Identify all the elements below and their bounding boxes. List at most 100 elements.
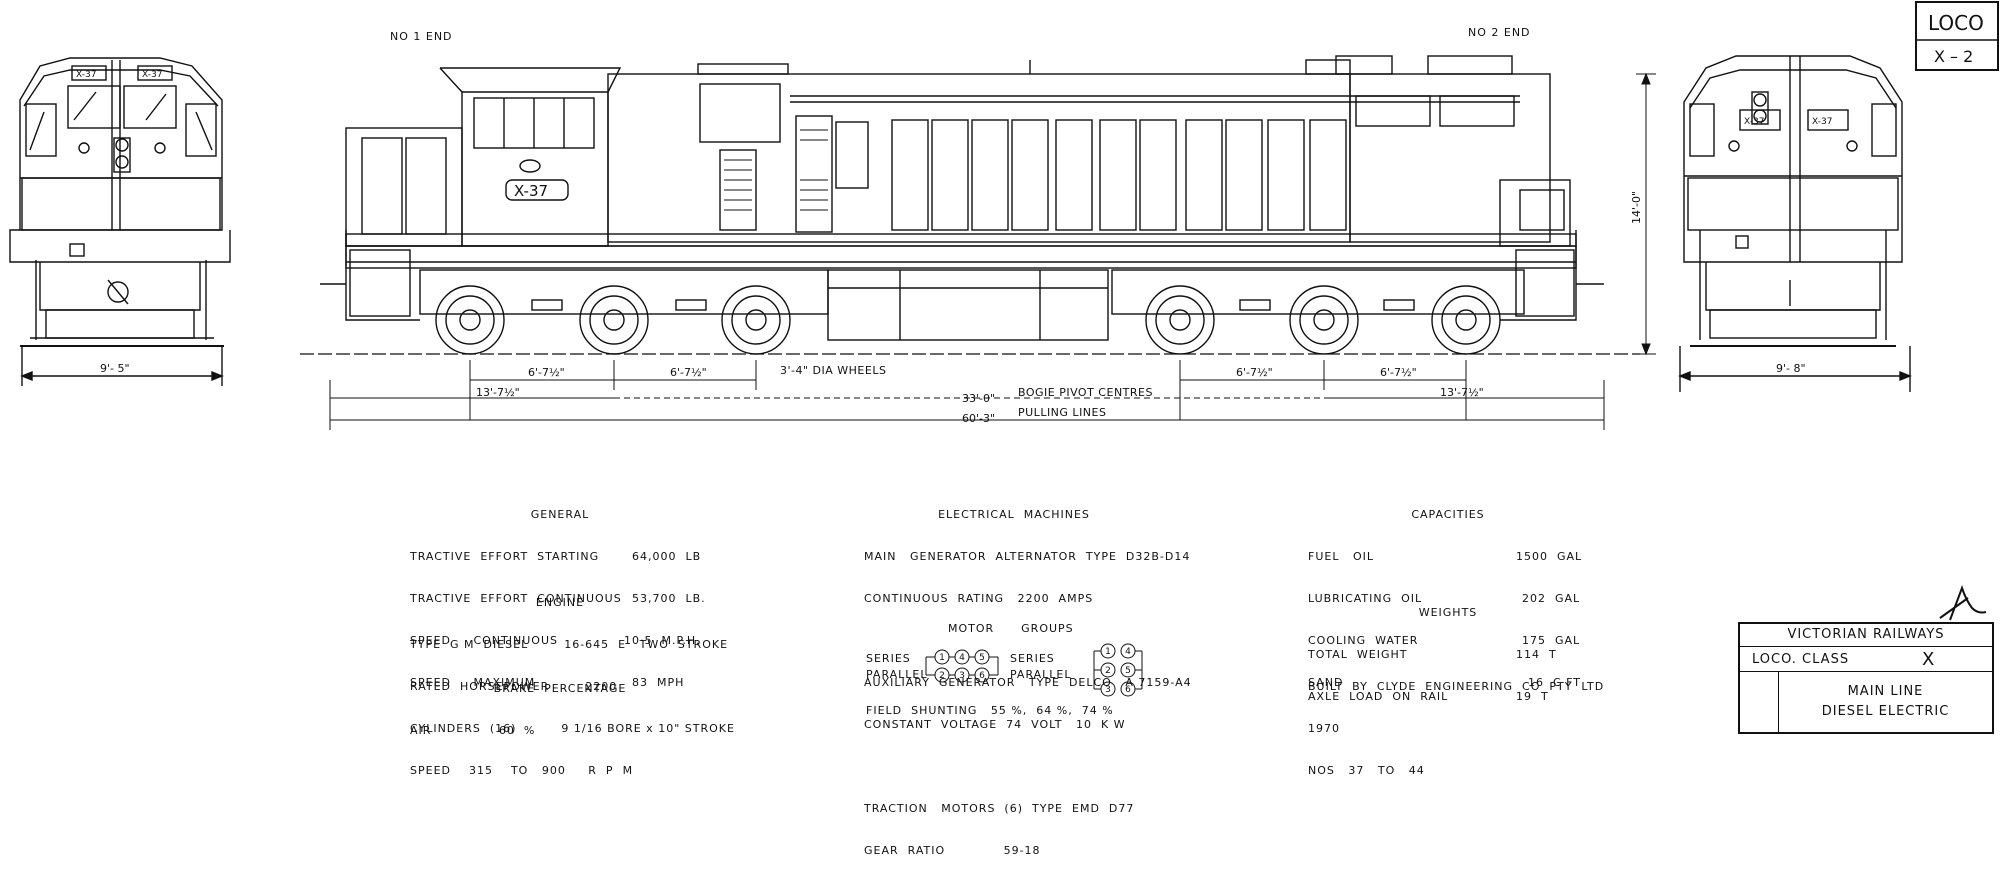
motor-num-2: 2	[939, 671, 945, 681]
pivot-centres-dim: 33'-0"	[962, 392, 995, 405]
capacity-value: 202 GAL	[1522, 592, 1581, 605]
title-type-line2: DIESEL ELECTRIC	[1821, 704, 1950, 719]
motor-num-6: 6	[979, 671, 985, 681]
drawing-sheet: NO 1 END NO 2 END X-37 X-37 X-37 X-37 X-…	[9, 1, 1999, 857]
rear-end-view	[1678, 55, 1912, 392]
grid-num-6: 6	[1125, 685, 1131, 695]
front-number-right: X-37	[142, 70, 162, 80]
axle-dim-3: 6'-7½"	[1236, 366, 1273, 379]
signature	[1939, 585, 1987, 621]
title-class-label: LOCO. CLASS	[1752, 651, 1850, 667]
pulling-lines-label: PULLING LINES	[1018, 406, 1106, 419]
electrical-row: AUXILIARY GENERATOR TYPE DELCO A 7159-A4	[864, 676, 1192, 689]
pivot-centres-label: BOGIE PIVOT CENTRES	[1018, 386, 1153, 399]
electrical-row: CONTINUOUS RATING 2200 AMPS	[864, 592, 1094, 605]
spec-value: 83 MPH	[632, 676, 685, 689]
field-shunting: FIELD SHUNTING 55 %, 64 %, 74 %	[866, 704, 1114, 717]
electrical-row	[864, 634, 1244, 648]
bogie-outer-dim-1: 13'-7½"	[476, 386, 520, 399]
grid-num-5: 5	[1125, 666, 1131, 676]
series-label: SERIES	[866, 652, 911, 665]
builder-info: BUILT BY CLYDE ENGINEERING CO PTY LTD 19…	[1308, 652, 1604, 792]
dimension-lines	[329, 72, 1656, 430]
brake-row: AIR 60 %	[410, 724, 536, 737]
wheel-dia-label: 3'-4" DIA WHEELS	[780, 364, 886, 377]
capacity-label: LUBRICATING OIL	[1308, 592, 1423, 605]
spec-label: SPEED CONTINUOUS	[410, 634, 558, 647]
capacity-value: 175 GAL	[1522, 634, 1581, 647]
front-number-left: X-37	[76, 70, 96, 80]
rear-number-right: X-37	[1812, 117, 1832, 127]
loco-number: X-37	[514, 182, 548, 200]
rear-number-left: X-37	[1744, 117, 1764, 127]
spec-value: 64,000 LB	[632, 550, 702, 563]
spec-value: 53,700 LB.	[632, 592, 706, 605]
bogie-outer-dim-2: 13'-7½"	[1440, 386, 1484, 399]
pulling-lines-dim: 60'-3"	[962, 412, 995, 425]
corner-tag	[1915, 1, 1999, 71]
parallel-label-2: PARALLEL	[1010, 668, 1072, 681]
motor-groups-heading: MOTOR GROUPS	[948, 622, 1074, 635]
weight-label: TOTAL WEIGHT	[1308, 648, 1408, 661]
motor-num-3: 3	[959, 671, 965, 681]
weight-label: AXLE LOAD ON RAIL	[1308, 690, 1449, 703]
weight-value: 19 T	[1516, 690, 1549, 703]
brake-spec: BRAKE PERCENTAGE AIR 60 %	[410, 654, 710, 752]
spec-value: 10·5 M.P.H.	[624, 634, 701, 647]
brake-heading: BRAKE PERCENTAGE	[493, 682, 627, 695]
grid-num-4: 4	[1125, 647, 1131, 657]
motor-num-4: 4	[959, 653, 965, 663]
loco-number-plate	[505, 179, 569, 201]
capacities-heading: CAPACITIES	[1411, 508, 1485, 521]
title-block: VICTORIAN RAILWAYS LOCO. CLASS X MAIN LI…	[1738, 622, 1994, 734]
capacity-value: 16 C FT	[1528, 676, 1582, 689]
axle-dim-4: 6'-7½"	[1380, 366, 1417, 379]
electrical-row: TRACTION MOTORS (6) TYPE EMD D77	[864, 802, 1135, 815]
capacity-label: FUEL OIL	[1308, 550, 1374, 563]
electrical-row	[864, 760, 1244, 774]
front-end-view	[9, 57, 231, 386]
engine-heading: ENGINE	[535, 596, 585, 609]
locomotive-diagram: NO 1 END NO 2 END X-37 X-37 X-37 X-37 X-…	[9, 1, 1999, 697]
axle-dim-2: 6'-7½"	[670, 366, 707, 379]
general-spec: GENERAL TRACTIVE EFFORT STARTING 64,000 L…	[410, 480, 710, 704]
no1-end-label: NO 1 END	[390, 30, 453, 43]
electrical-row: CONSTANT VOLTAGE 74 VOLT 10 K W	[864, 718, 1126, 731]
rear-width-dim: 9'- 8"	[1776, 362, 1806, 375]
engine-row: TYPE G M DIESEL 16-645 E TWO STROKE	[410, 638, 729, 651]
general-heading: GENERAL	[530, 508, 590, 521]
builder-year: 1970	[1308, 722, 1340, 735]
spec-label: TRACTIVE EFFORT STARTING	[410, 550, 600, 563]
engine-row: RATED HORSEPOWER 2200	[410, 680, 618, 693]
spec-label: TRACTIVE EFFORT CONTINUOUS	[410, 592, 622, 605]
capacity-label: SAND	[1308, 676, 1344, 689]
side-elevation	[300, 55, 1640, 355]
grid-num-2: 2	[1105, 666, 1111, 676]
weights-heading: WEIGHTS	[1418, 606, 1478, 619]
electrical-row: MAIN GENERATOR ALTERNATOR TYPE D32B-D14	[864, 550, 1191, 563]
parallel-label: PARALLEL	[866, 668, 928, 681]
motor-groups-diagram	[925, 643, 1143, 697]
no2-end-label: NO 2 END	[1468, 26, 1531, 39]
weights-spec: WEIGHTS TOTAL WEIGHT 114 T AXLE LOAD ON R…	[1308, 578, 1588, 718]
builder-line: BUILT BY CLYDE ENGINEERING CO PTY LTD	[1308, 680, 1605, 693]
corner-tag-loco: LOCO	[1928, 11, 1984, 35]
front-width-dim: 9'- 5"	[100, 362, 130, 375]
capacity-label: COOLING WATER	[1308, 634, 1419, 647]
electrical-row: GEAR RATIO 59-18	[864, 844, 1041, 857]
weight-value: 114 T	[1516, 648, 1557, 661]
motor-num-5: 5	[979, 653, 985, 663]
capacities-spec: CAPACITIES FUEL OIL 1500 GAL LUBRICATING …	[1308, 480, 1588, 704]
axle-dim-1: 6'-7½"	[528, 366, 565, 379]
capacity-value: 1500 GAL	[1516, 550, 1583, 563]
title-railway: VICTORIAN RAILWAYS	[1740, 624, 1992, 647]
title-type-line1: MAIN LINE	[1847, 684, 1924, 699]
engine-row: CYLINDERS (16) 9 1/16 BORE x 10" STROKE	[410, 722, 735, 735]
series-label-2: SERIES	[1010, 652, 1055, 665]
grid-num-1: 1	[1105, 647, 1111, 657]
height-dim: 14'-0"	[1630, 191, 1643, 224]
corner-tag-sheet: X – 2	[1934, 47, 1973, 66]
engine-row: SPEED 315 TO 900 R P M	[410, 764, 634, 777]
motor-num-1: 1	[939, 653, 945, 663]
spec-label: SPEED MAXIMUM	[410, 676, 536, 689]
